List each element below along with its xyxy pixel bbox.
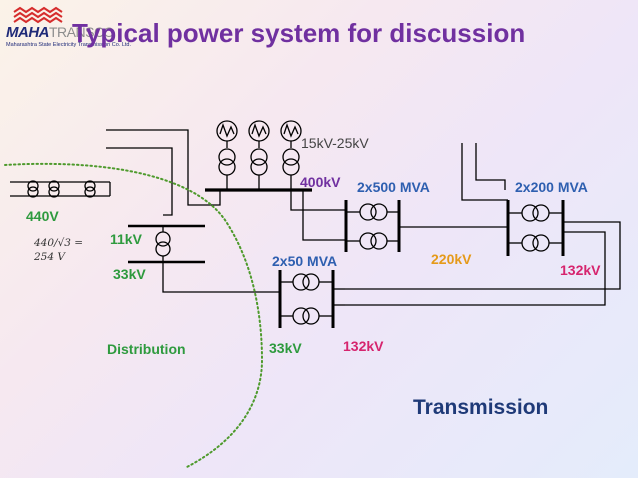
label-2x50-mva: 2x50 MVA (272, 253, 338, 269)
label-33kv-left: 33kV (113, 266, 146, 282)
logo-brand: MAHA (6, 24, 50, 41)
generator-icon (216, 120, 302, 148)
transformer-2x200-icon (508, 204, 563, 252)
logo-brand-suffix: TRANSCO (49, 24, 114, 40)
label-33kv-bottom: 33kV (269, 340, 302, 356)
label-400kv: 400kV (300, 174, 341, 190)
label-132kv-bottom: 132kV (343, 338, 384, 354)
distribution-boundary (4, 162, 264, 469)
distribution-transformer-icon (155, 226, 171, 262)
transformer-2x50-icon (280, 273, 333, 325)
label-distribution: Distribution (107, 341, 186, 357)
low-voltage-transformer-icon (27, 180, 96, 198)
phase-voltage-formula: 440/√3 = 254 V (34, 237, 84, 263)
transformer-2x500-icon (346, 203, 399, 250)
logo-tagline: Maharashtra State Electricity Transmissi… (6, 42, 132, 48)
logo-wave-icon (13, 6, 63, 24)
generator-transformer-icon (218, 148, 300, 190)
company-logo: MAHATRANSCO Maharashtra State Electricit… (6, 6, 131, 50)
label-220kv: 220kV (431, 251, 472, 267)
page-title: Typical power system for discussion (72, 18, 526, 48)
label-transmission: Transmission (413, 396, 549, 419)
label-132kv-right: 132kV (560, 262, 601, 278)
label-2x500-mva: 2x500 MVA (357, 179, 430, 195)
label-2x200-mva: 2x200 MVA (515, 179, 588, 195)
label-gen-voltage: 15kV-25kV (301, 135, 369, 151)
label-11kv: 11kV (110, 231, 142, 247)
label-440v: 440V (26, 208, 59, 224)
